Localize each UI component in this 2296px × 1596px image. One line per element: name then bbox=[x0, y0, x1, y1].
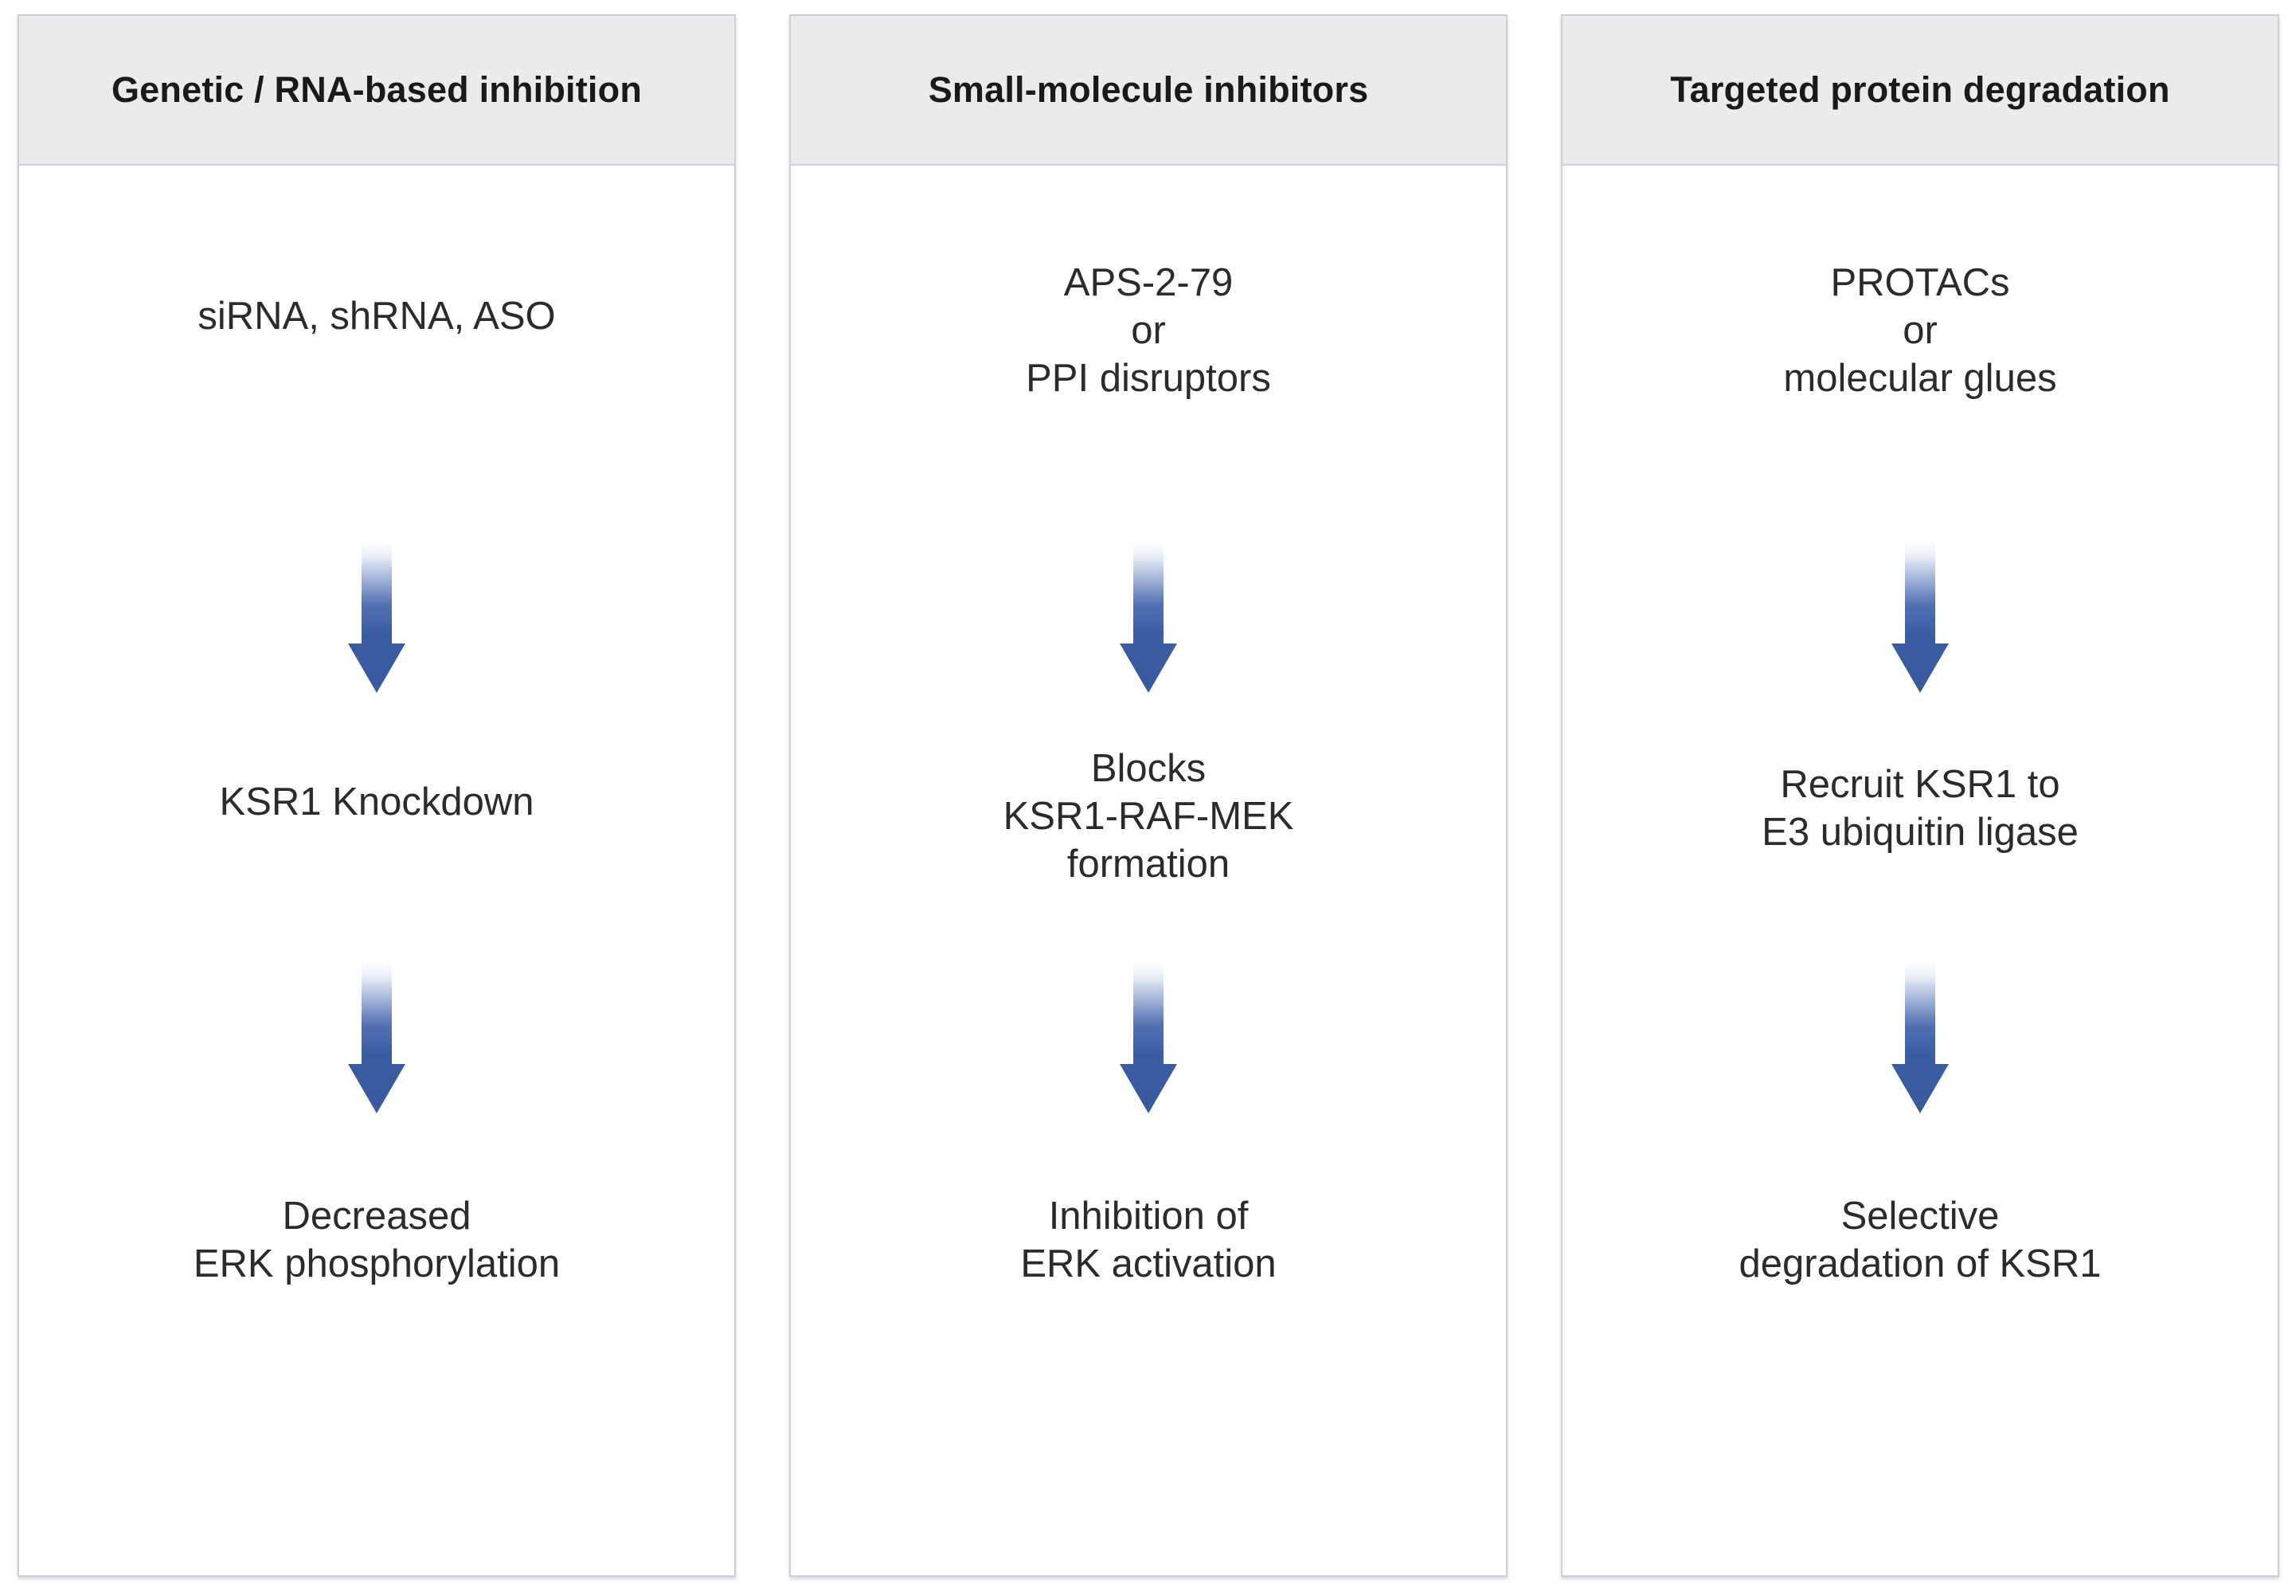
panel-body-2: APS-2-79 or PPI disruptors bbox=[791, 166, 1506, 1575]
step-node-b2: Blocks KSR1-RAF-MEK formation bbox=[1003, 747, 1294, 886]
panel-title-targeted-protein-degradation: Targeted protein degradation bbox=[1670, 68, 2170, 110]
panel-row: Genetic / RNA-based inhibition siRNA, sh… bbox=[18, 14, 2279, 1577]
step-node-a3: Decreased ERK phosphorylation bbox=[193, 1195, 561, 1285]
down-arrow-icon-a2 bbox=[348, 962, 405, 1113]
panel-targeted-protein-degradation: Targeted protein degradation PROTACs or … bbox=[1561, 14, 2279, 1577]
panel-title-genetic-rna-based-inhibition: Genetic / RNA-based inhibition bbox=[111, 68, 643, 110]
down-arrow-icon-b2 bbox=[1120, 962, 1177, 1113]
down-arrow-icon-c2 bbox=[1891, 962, 1949, 1113]
down-arrow-icon-b1 bbox=[1120, 542, 1177, 693]
step-node-c2: Recruit KSR1 to E3 ubiquitin ligase bbox=[1762, 763, 2079, 854]
panel-title-small-molecule-inhibitors: Small-molecule inhibitors bbox=[928, 68, 1369, 110]
step-node-a2: KSR1 Knockdown bbox=[219, 780, 534, 823]
panel-header-2: Small-molecule inhibitors bbox=[791, 16, 1506, 166]
step-node-a1: siRNA, shRNA, ASO bbox=[198, 295, 556, 338]
panel-header-3: Targeted protein degradation bbox=[1563, 16, 2278, 166]
panel-header-1: Genetic / RNA-based inhibition bbox=[19, 16, 734, 166]
panel-body-1: siRNA, shRNA, ASO bbox=[19, 166, 734, 1575]
step-node-c3: Selective degradation of KSR1 bbox=[1739, 1195, 2102, 1285]
down-arrow-icon-a1 bbox=[348, 542, 405, 693]
step-node-b1: APS-2-79 or PPI disruptors bbox=[1026, 261, 1271, 400]
step-node-c1: PROTACs or molecular glues bbox=[1783, 261, 2057, 400]
panel-genetic-rna-based-inhibition: Genetic / RNA-based inhibition siRNA, sh… bbox=[18, 14, 736, 1577]
down-arrow-icon-c1 bbox=[1891, 542, 1949, 693]
panel-small-molecule-inhibitors: Small-molecule inhibitors APS-2-79 or PP… bbox=[789, 14, 1508, 1577]
panel-body-3: PROTACs or molecular glues bbox=[1563, 166, 2278, 1575]
step-node-b3: Inhibition of ERK activation bbox=[1020, 1195, 1277, 1285]
